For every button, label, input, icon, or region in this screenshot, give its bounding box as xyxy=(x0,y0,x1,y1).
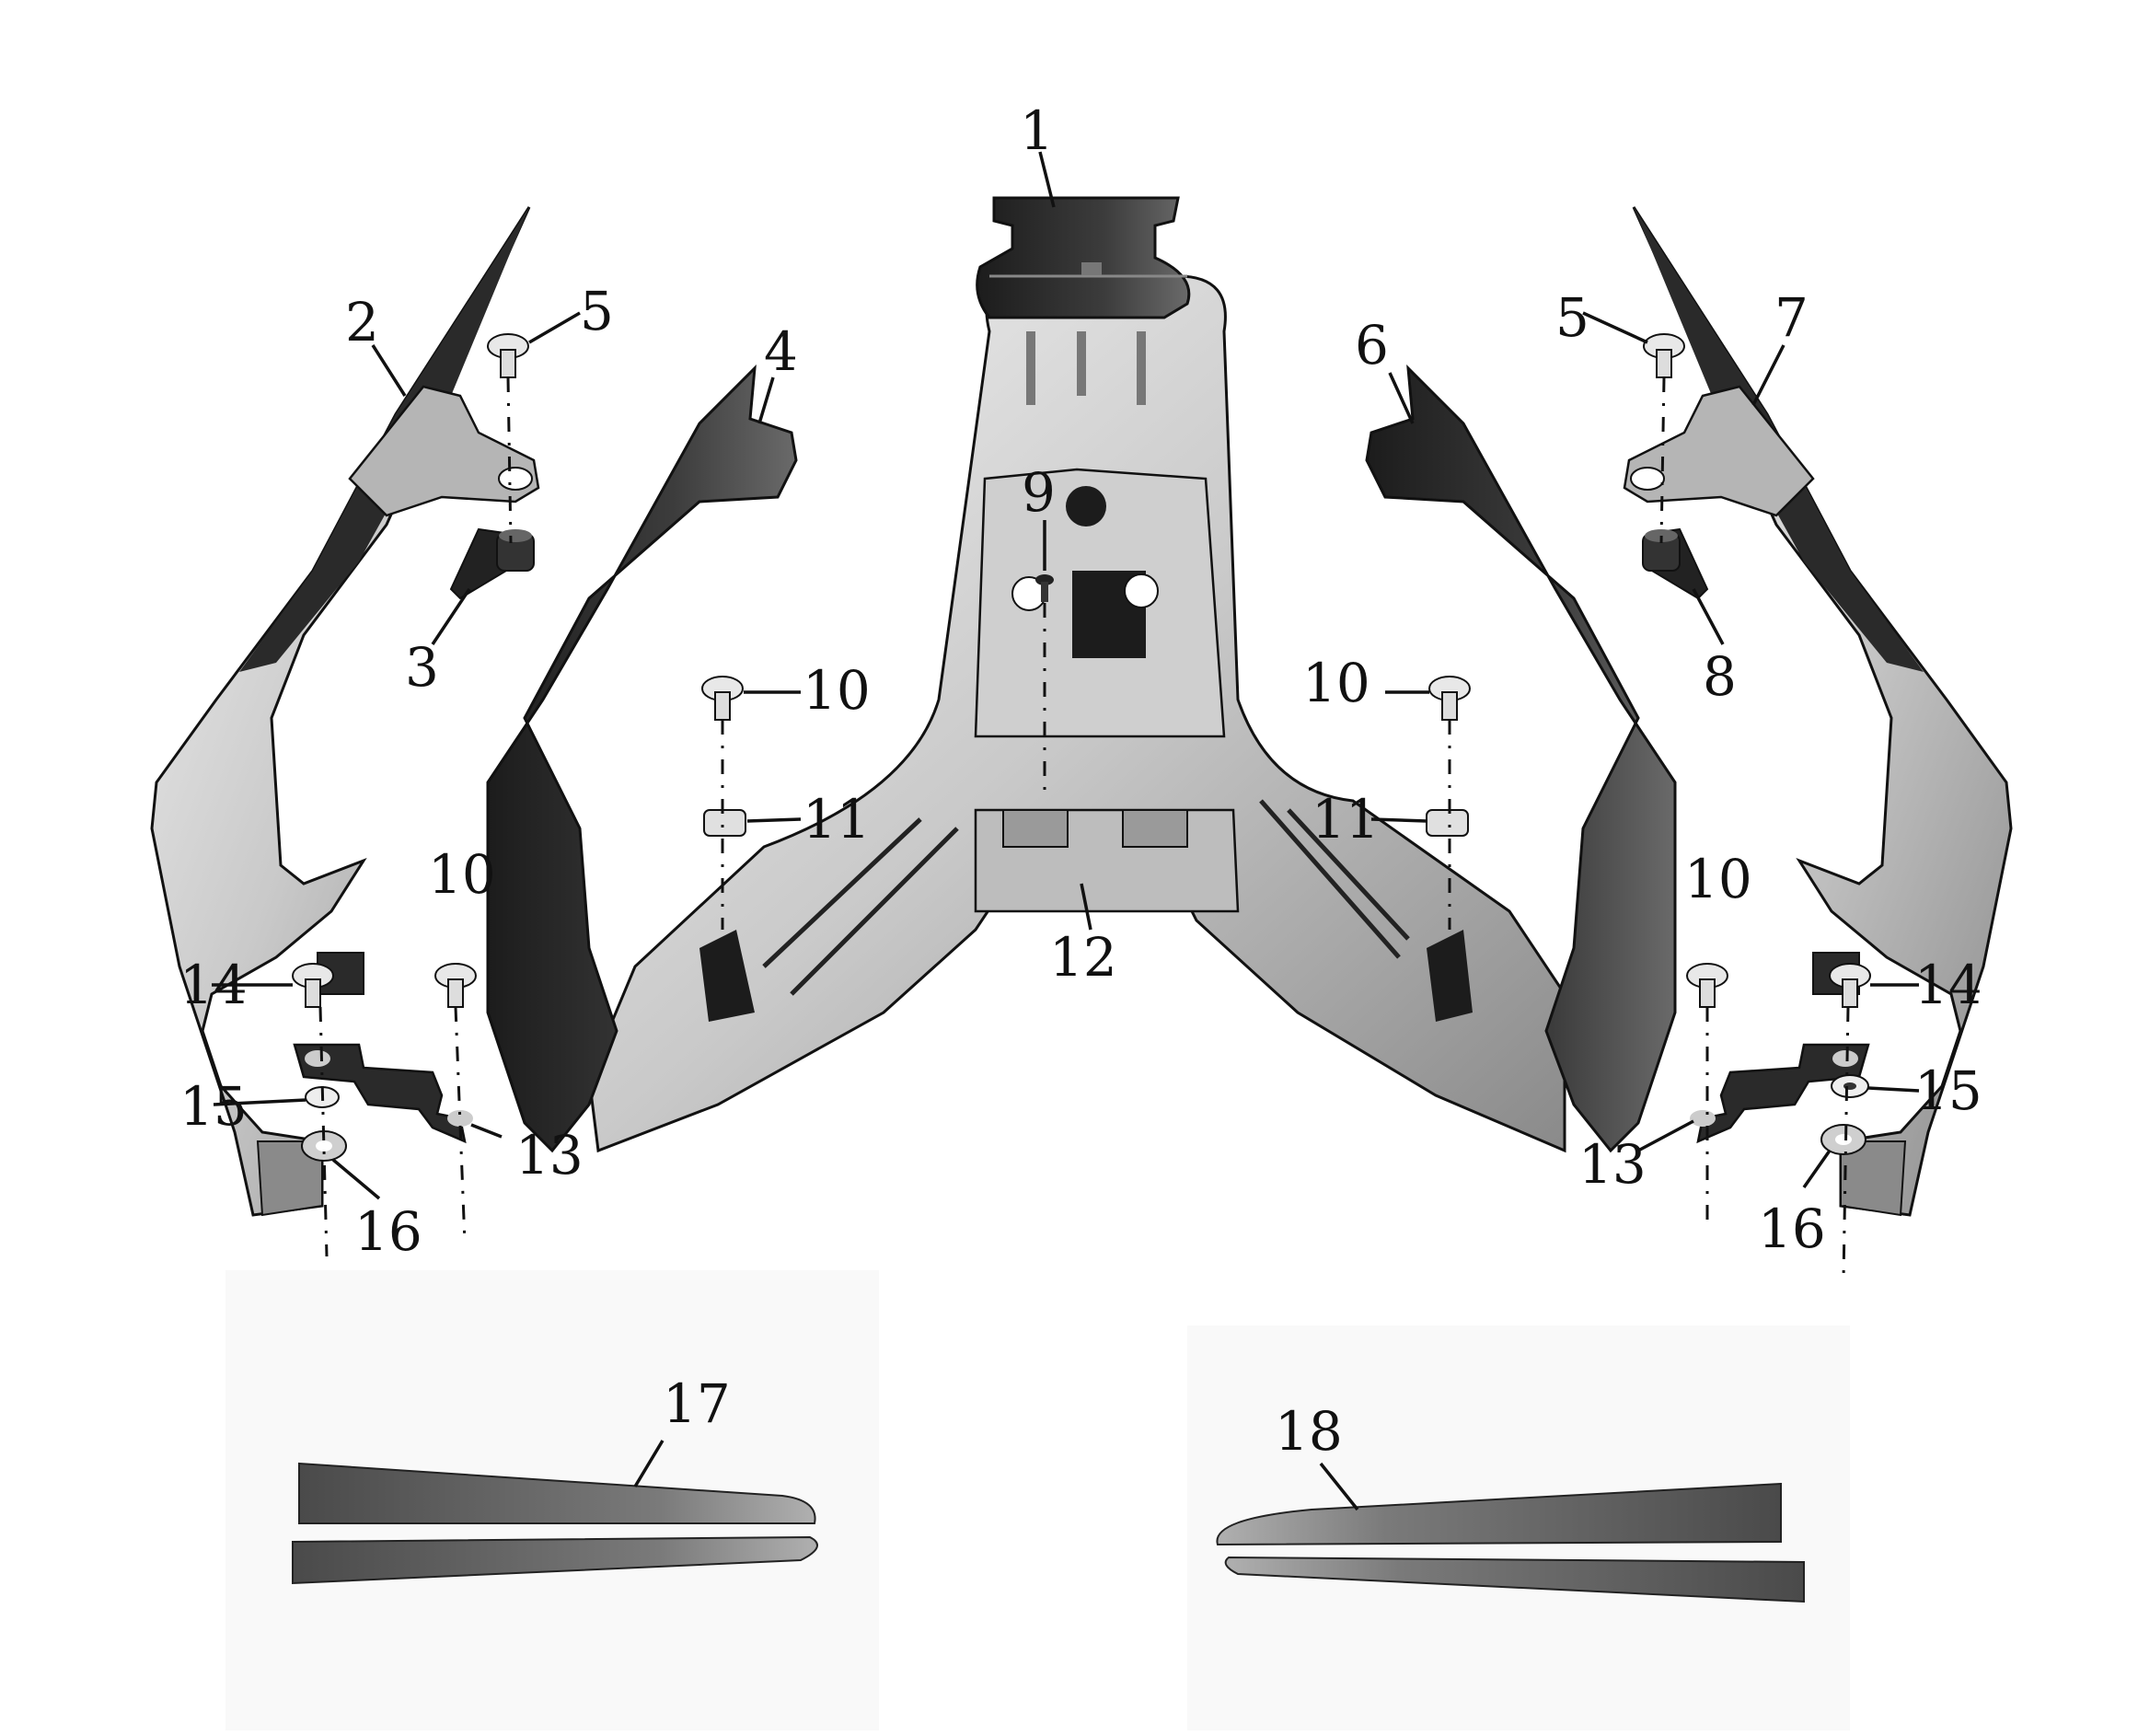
callout-5-right: 5 xyxy=(1555,286,1589,349)
screw-10-b xyxy=(1428,676,1471,721)
part-6-right-inner-panel xyxy=(1365,365,1677,1153)
callout-14-right: 14 xyxy=(1914,954,1982,1016)
callout-10-b: 10 xyxy=(1302,652,1370,714)
part-3-grommet-left xyxy=(449,527,535,600)
callout-14-left: 14 xyxy=(179,954,248,1016)
part-8-grommet-right xyxy=(1642,527,1709,600)
part-17-strip-set-left xyxy=(292,1462,818,1585)
screw-10-d xyxy=(1686,963,1728,1008)
callout-12: 12 xyxy=(1049,926,1117,989)
part-7-right-outer-cowl xyxy=(1623,206,2013,1217)
callout-9: 9 xyxy=(1022,461,1056,524)
clip-11-left xyxy=(703,809,746,837)
washer-15-right xyxy=(1831,1074,1869,1098)
part-4-left-inner-panel xyxy=(486,365,798,1153)
screw-10-a xyxy=(701,676,744,721)
screw-9 xyxy=(1035,574,1054,602)
part-18-strip-set-right xyxy=(1216,1482,1805,1603)
callout-13-right: 13 xyxy=(1578,1133,1647,1196)
callout-6: 6 xyxy=(1355,314,1389,376)
callout-15-left: 15 xyxy=(179,1075,248,1138)
callout-5-left: 5 xyxy=(580,280,614,342)
leader-lines xyxy=(212,151,1920,1511)
callout-17: 17 xyxy=(663,1372,731,1435)
callout-10-c: 10 xyxy=(428,843,496,906)
callout-13-left: 13 xyxy=(515,1124,584,1186)
callout-2: 2 xyxy=(345,291,379,353)
part-13-bracket-left xyxy=(293,1043,473,1144)
callout-15-right: 15 xyxy=(1914,1059,1982,1122)
part-12-center-tray xyxy=(587,274,1566,1153)
callout-10-d: 10 xyxy=(1684,848,1752,910)
callout-16-right: 16 xyxy=(1758,1198,1826,1260)
screw-10-c xyxy=(434,963,477,1008)
callout-7: 7 xyxy=(1774,286,1809,349)
callout-11-right: 11 xyxy=(1312,788,1380,851)
callout-16-left: 16 xyxy=(354,1200,422,1263)
callout-4: 4 xyxy=(764,320,798,383)
callout-18: 18 xyxy=(1275,1400,1343,1463)
callout-1: 1 xyxy=(1020,99,1054,162)
assembly-axis-lines xyxy=(318,376,1850,1280)
part-1-top-bracket xyxy=(976,196,1191,319)
part-13-bracket-right xyxy=(1690,1043,1870,1144)
callout-labels: 1 2 3 4 5 5 6 7 8 9 10 10 10 10 11 11 12… xyxy=(179,99,1982,1463)
callout-3: 3 xyxy=(405,636,439,699)
screw-5-left xyxy=(487,333,529,378)
screw-14-left xyxy=(292,963,334,1008)
screw-14-right xyxy=(1829,963,1871,1008)
grommet-16-right xyxy=(1820,1124,1866,1155)
callout-10-a: 10 xyxy=(803,659,871,722)
callout-11-left: 11 xyxy=(803,788,871,851)
part-2-left-outer-cowl xyxy=(150,206,540,1217)
screw-5-right xyxy=(1643,333,1685,378)
clip-11-right xyxy=(1426,809,1469,837)
callout-8: 8 xyxy=(1703,645,1737,708)
